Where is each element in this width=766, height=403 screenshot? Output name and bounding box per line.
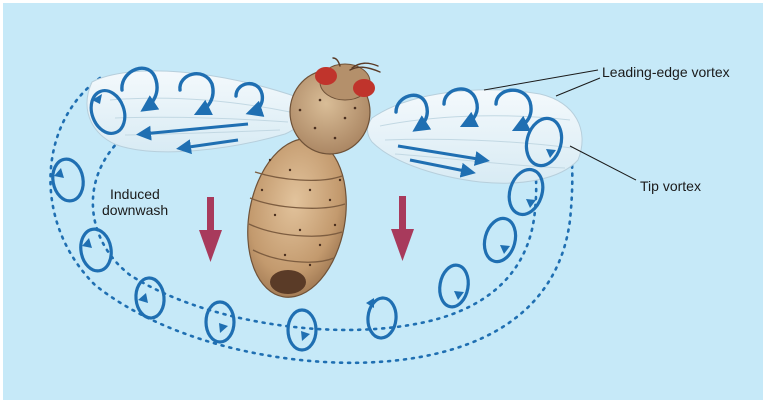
label-leading-edge-vortex: Leading-edge vortex — [602, 64, 730, 80]
fly-eye-right — [353, 79, 375, 97]
label-tip-vortex: Tip vortex — [640, 178, 701, 194]
fly-tail — [270, 270, 306, 294]
label-downwash: downwash — [102, 202, 168, 218]
label-induced: Induced — [110, 186, 160, 202]
fly-eye-left — [315, 67, 337, 85]
